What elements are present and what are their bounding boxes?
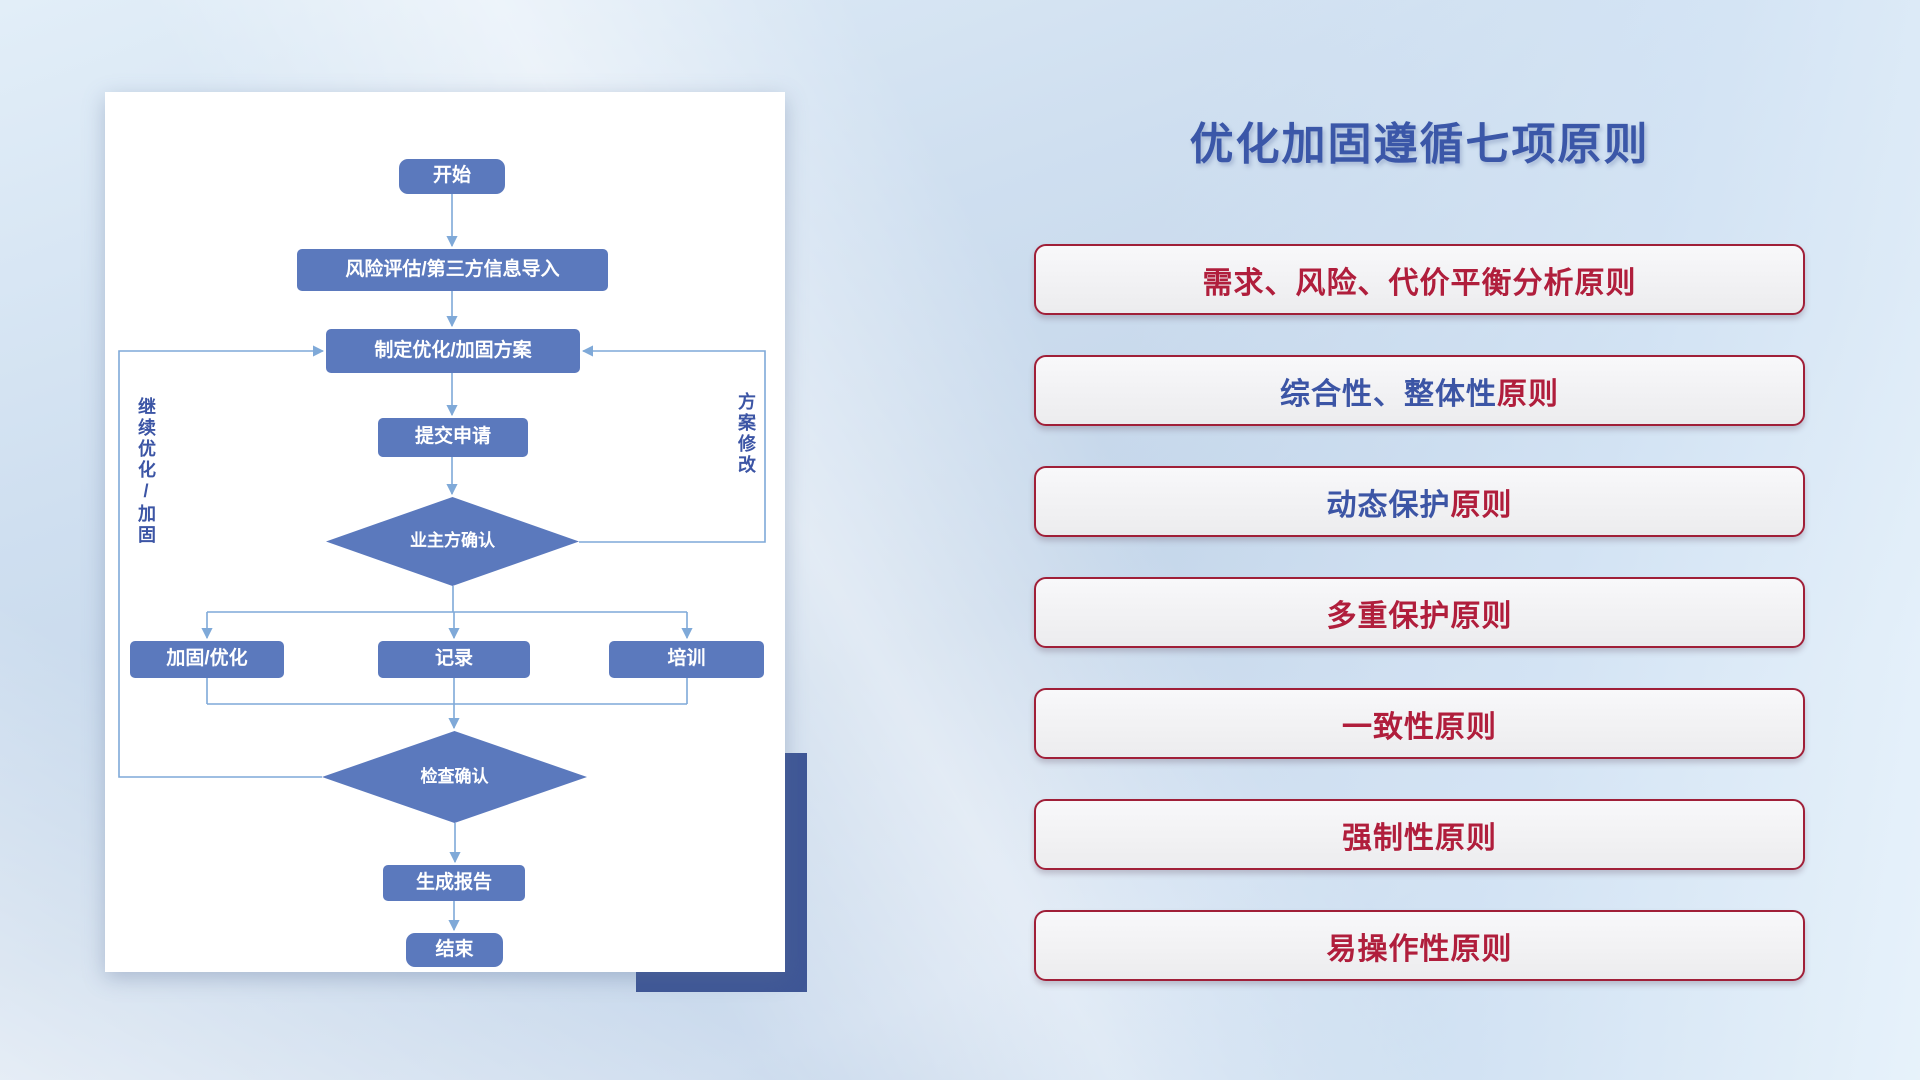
flowchart-node-record: 记录 — [378, 641, 530, 678]
flowchart-node-make-plan: 制定优化/加固方案 — [326, 329, 580, 373]
principle-box: 动态保护原则 — [1034, 466, 1805, 537]
principle-text: 一致性原则 — [1342, 710, 1497, 744]
flowchart-node-start: 开始 — [399, 159, 505, 194]
slide-title: 优化加固遵循七项原则 — [1189, 120, 1650, 169]
principle-box: 多重保护原则 — [1034, 577, 1805, 648]
flowchart-node-harden-optimize: 加固/优化 — [130, 641, 284, 678]
flowchart-node-risk-import: 风险评估/第三方信息导入 — [297, 249, 608, 291]
flowchart-label-revise-loop: 方案修改 — [736, 392, 756, 476]
principle-text: 强制性原则 — [1342, 821, 1497, 855]
flowchart-node-end: 结束 — [406, 933, 503, 967]
principle-text: 动态保护 — [1326, 488, 1451, 522]
flowchart-node-generate-report: 生成报告 — [383, 865, 525, 901]
flowchart-panel: 开始 风险评估/第三方信息导入 制定优化/加固方案 提交申请 业主方确认 加固/… — [105, 92, 785, 972]
principle-text: 易操作性原则 — [1326, 932, 1513, 966]
principle-box: 强制性原则 — [1034, 799, 1805, 870]
principle-box: 易操作性原则 — [1034, 910, 1805, 981]
principle-text: 原则 — [1450, 488, 1513, 522]
flowchart-node-submit: 提交申请 — [378, 418, 528, 457]
flowchart-connectors — [118, 194, 766, 932]
principle-text: 多重保护原则 — [1326, 599, 1513, 633]
flowchart-label-continue-loop: 继续优化/加固 — [136, 397, 156, 546]
principle-box: 综合性、整体性原则 — [1034, 355, 1805, 426]
flowchart-node-training: 培训 — [609, 641, 764, 678]
principle-text: 需求、风险、代价平衡分析原则 — [1202, 266, 1637, 300]
principles-list: 需求、风险、代价平衡分析原则综合性、整体性原则动态保护原则多重保护原则一致性原则… — [1034, 244, 1805, 981]
principle-text: 综合性、整体性 — [1280, 377, 1497, 411]
principle-box: 需求、风险、代价平衡分析原则 — [1034, 244, 1805, 315]
principle-text: 原则 — [1497, 377, 1559, 411]
principle-box: 一致性原则 — [1034, 688, 1805, 759]
